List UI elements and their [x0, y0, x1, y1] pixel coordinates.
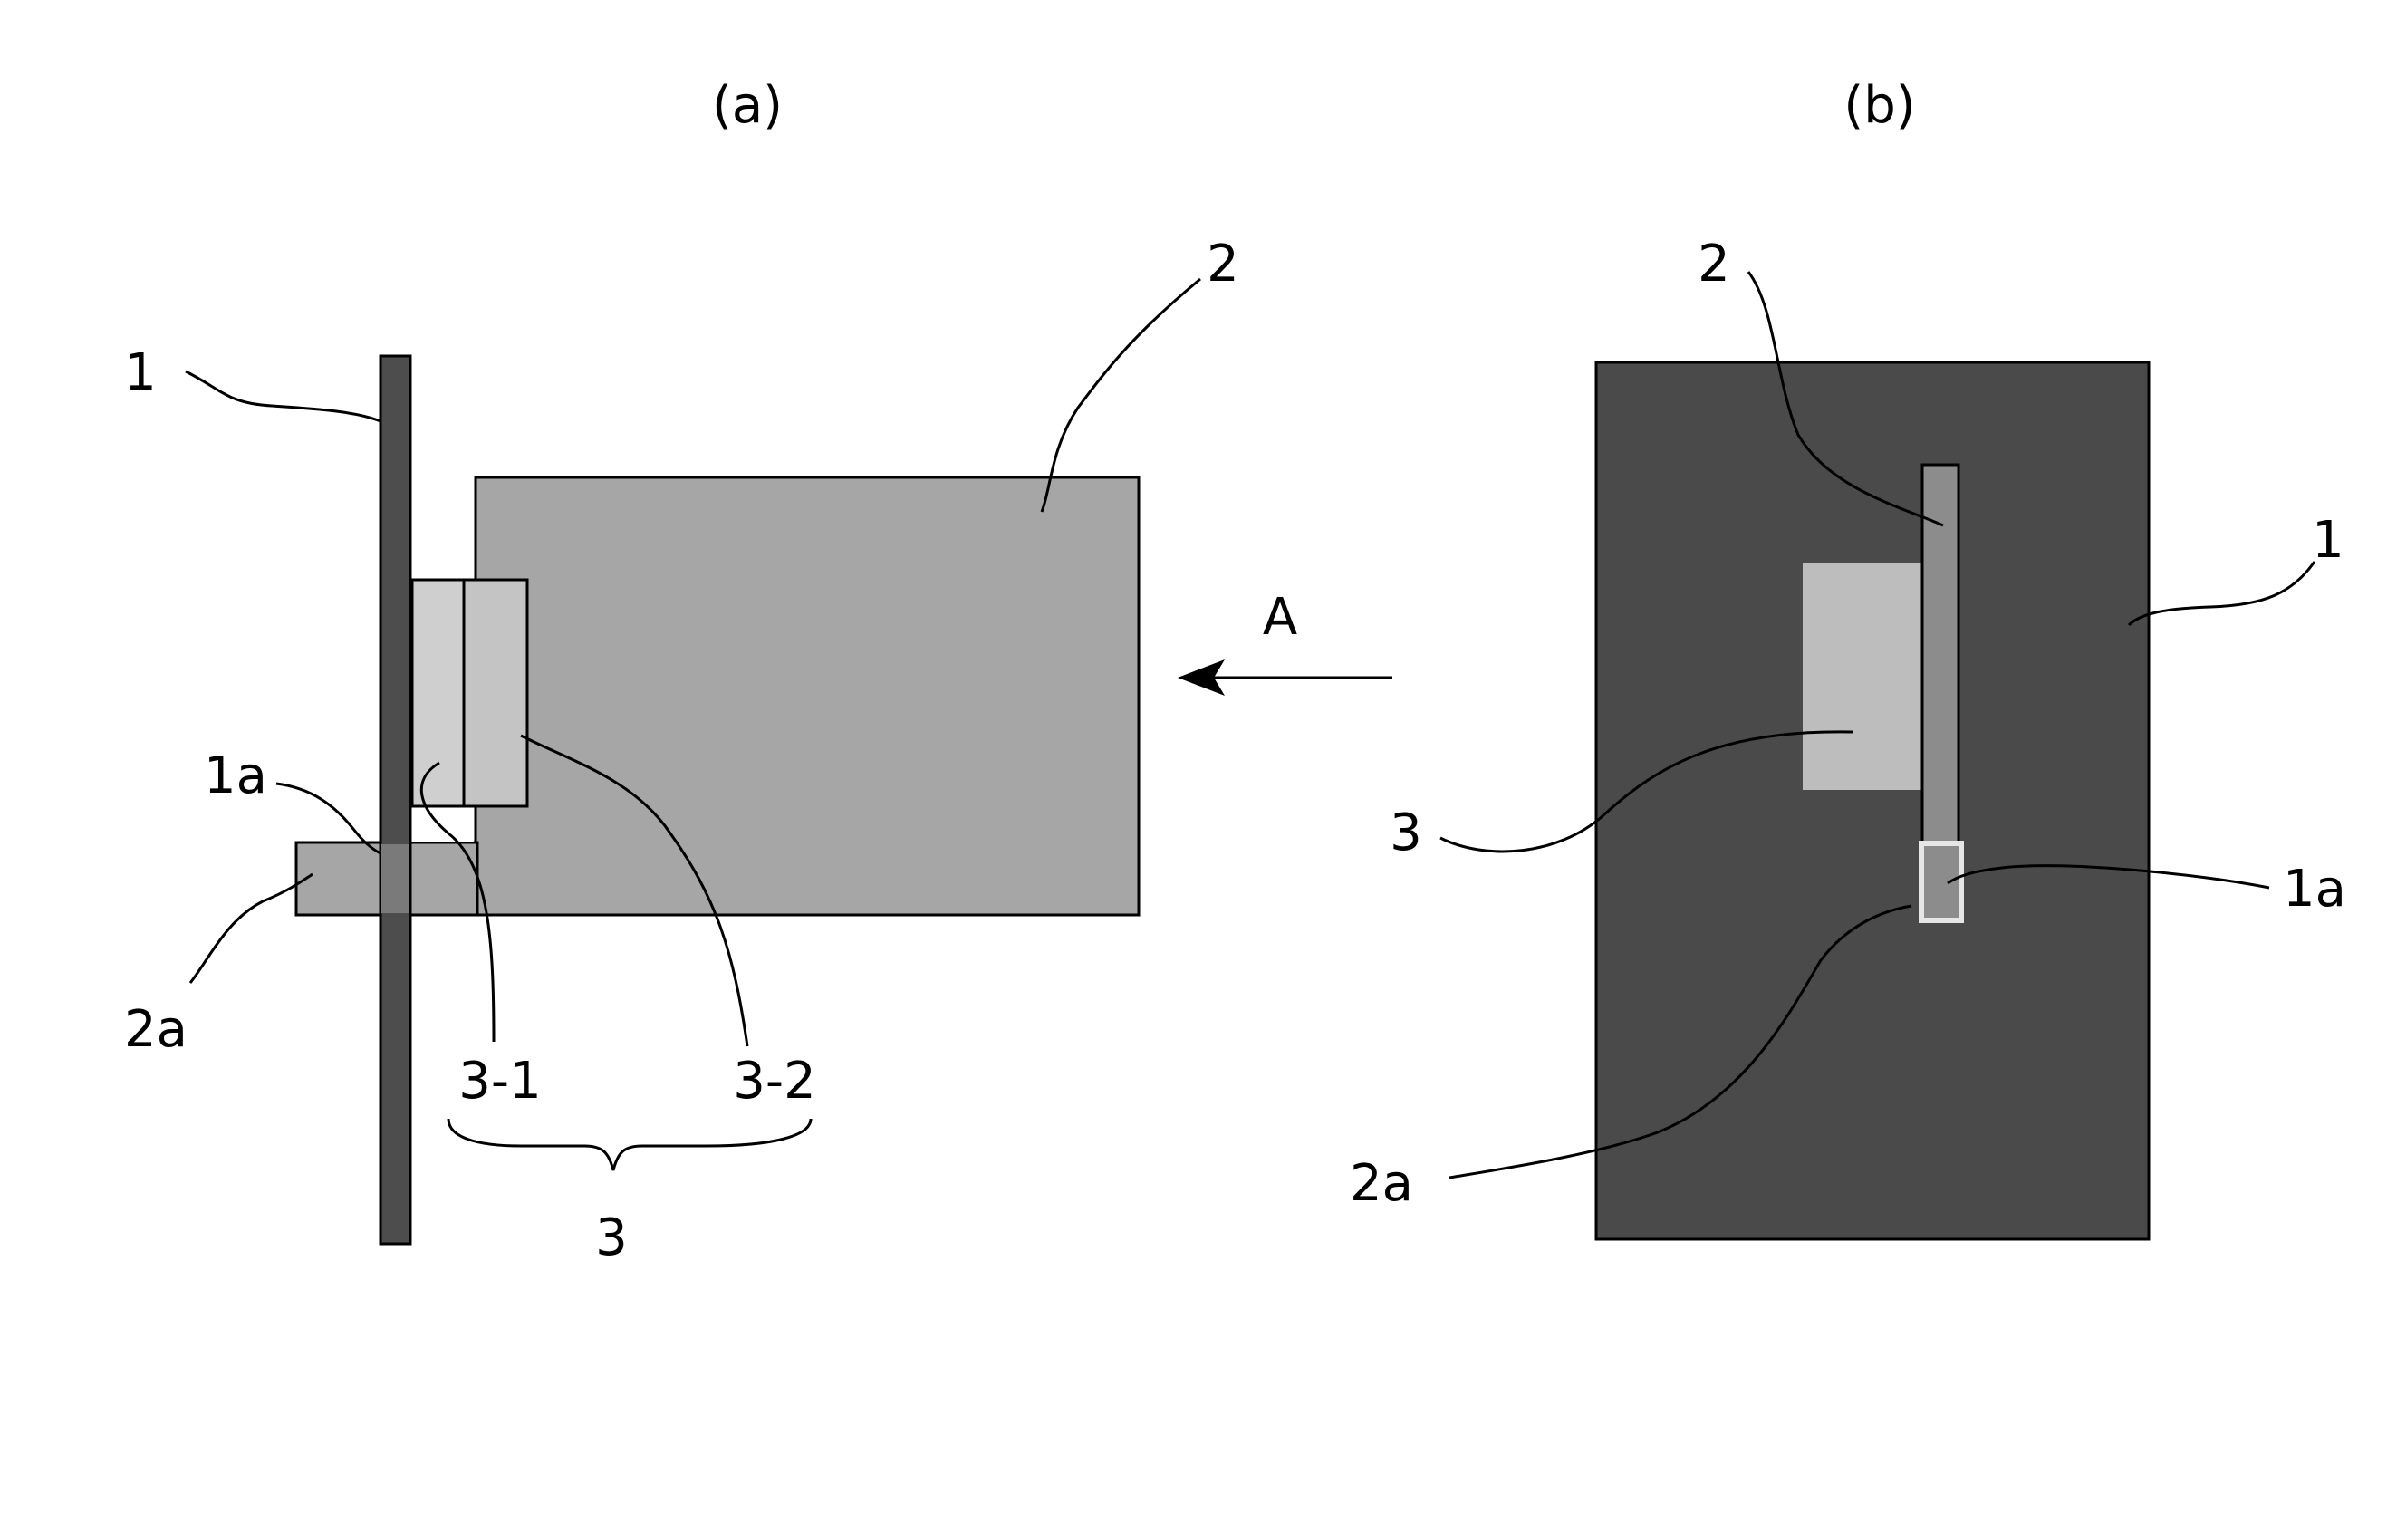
- label-1a-a: 1a: [204, 746, 267, 805]
- label-2a-a: 2a: [124, 1000, 188, 1059]
- housing-2-body: [476, 477, 1139, 915]
- view-arrow-a: A: [1178, 588, 1392, 696]
- panel-1-plate: [380, 356, 410, 1244]
- label-3-b: 3: [1390, 804, 1422, 862]
- label-1-a: 1: [124, 343, 157, 402]
- label-1a-b: 1a: [2283, 860, 2346, 919]
- leader-2a-a: [190, 874, 313, 983]
- caption-a: (a): [712, 76, 783, 135]
- block-3-b: [1803, 563, 1922, 790]
- leader-1-b: [2129, 562, 2315, 625]
- view-arrow-label: A: [1263, 588, 1297, 647]
- block-3-1: [412, 580, 464, 806]
- label-3-1-a: 3-1: [458, 1052, 541, 1111]
- caption-b: (b): [1843, 76, 1915, 135]
- panel-b: (b) 2 1 3 1a 2a: [1350, 76, 2346, 1239]
- label-2-a: 2: [1207, 235, 1239, 294]
- label-3-a: 3: [595, 1208, 628, 1267]
- tab-through-hole: [381, 844, 409, 913]
- leader-1-a: [186, 371, 380, 421]
- panel-1-front: [1596, 362, 2149, 1239]
- housing-notch: [408, 806, 474, 842]
- label-2a-b: 2a: [1350, 1154, 1413, 1213]
- block-3-2: [464, 580, 527, 806]
- brace-3-a: [448, 1119, 811, 1170]
- panel-a: (a) A 1 2 1a 2a 3-1: [124, 76, 1392, 1267]
- label-3-2-a: 3-2: [733, 1052, 815, 1111]
- label-2-b: 2: [1698, 235, 1730, 294]
- label-1-b: 1: [2312, 511, 2344, 570]
- tab-2a-b: [1924, 846, 1959, 918]
